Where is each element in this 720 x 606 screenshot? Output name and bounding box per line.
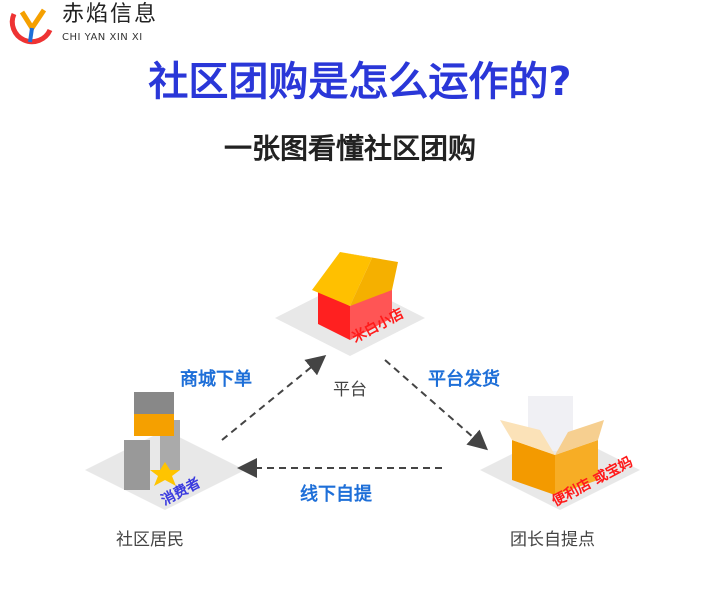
- ship-arrow: [384, 359, 489, 451]
- platform-label: 平台: [333, 380, 367, 400]
- residents-label: 社区居民: [116, 530, 184, 550]
- page-subtitle: 一张图看懂社区团购: [223, 132, 476, 165]
- consumer-icon: [85, 392, 245, 510]
- logo-name: 赤焰信息: [62, 2, 159, 27]
- order-label: 商城下单: [180, 369, 252, 390]
- logo-icon: [9, 8, 53, 45]
- box-icon: [480, 396, 640, 510]
- pickup-edge-label: 线下自提: [300, 484, 372, 505]
- ship-label: 平台发货: [428, 369, 500, 390]
- logo-subtitle: CHI YAN XIN XI: [62, 32, 143, 43]
- page-title: 社区团购是怎么运作的?: [148, 59, 572, 105]
- order-arrow: [221, 354, 327, 441]
- house-icon: [275, 252, 425, 356]
- pickup-label: 团长自提点: [510, 530, 595, 550]
